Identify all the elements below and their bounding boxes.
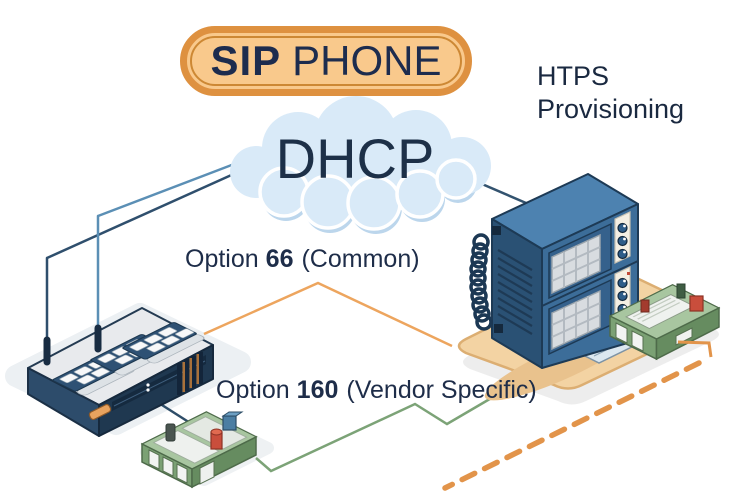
vendor-gateway-device <box>140 411 258 489</box>
option-160-suffix: (Vendor Specific) <box>346 376 537 404</box>
server-panel-upper <box>548 211 631 300</box>
phone-label: PHONE <box>292 37 442 84</box>
htps-line2: Provisioning <box>537 94 685 124</box>
server-knobs-upper <box>617 222 628 260</box>
option-66-line <box>203 281 453 348</box>
provisioning-server <box>469 173 639 369</box>
server-vents <box>497 249 533 335</box>
option-66-number: 66 <box>265 245 294 273</box>
keypad-module-3 <box>122 322 205 364</box>
htps-provisioning-label: HTPS Provisioning <box>537 60 684 126</box>
dhcp-wire-dark <box>46 166 248 260</box>
sip-label-bold: SIP <box>210 37 282 84</box>
option-160-number: 160 <box>296 376 339 404</box>
dhcp-label: DHCP <box>276 127 435 190</box>
dhcp-wire-blue <box>97 156 251 218</box>
device-antennas <box>43 214 102 366</box>
device-vents <box>177 352 203 395</box>
option-66-prefix: Option <box>185 245 259 273</box>
option-66-suffix: (Common) <box>301 245 420 273</box>
server-coil-cable <box>469 226 503 333</box>
https-dashed-path <box>442 340 713 491</box>
sip-phone-device <box>27 214 214 437</box>
htps-line1: HTPS <box>537 61 610 91</box>
option-160-line <box>255 391 501 473</box>
option-160-prefix: Option <box>216 376 290 404</box>
dhcp-cloud: DHCP <box>230 96 491 234</box>
device-port-slot <box>88 403 112 421</box>
